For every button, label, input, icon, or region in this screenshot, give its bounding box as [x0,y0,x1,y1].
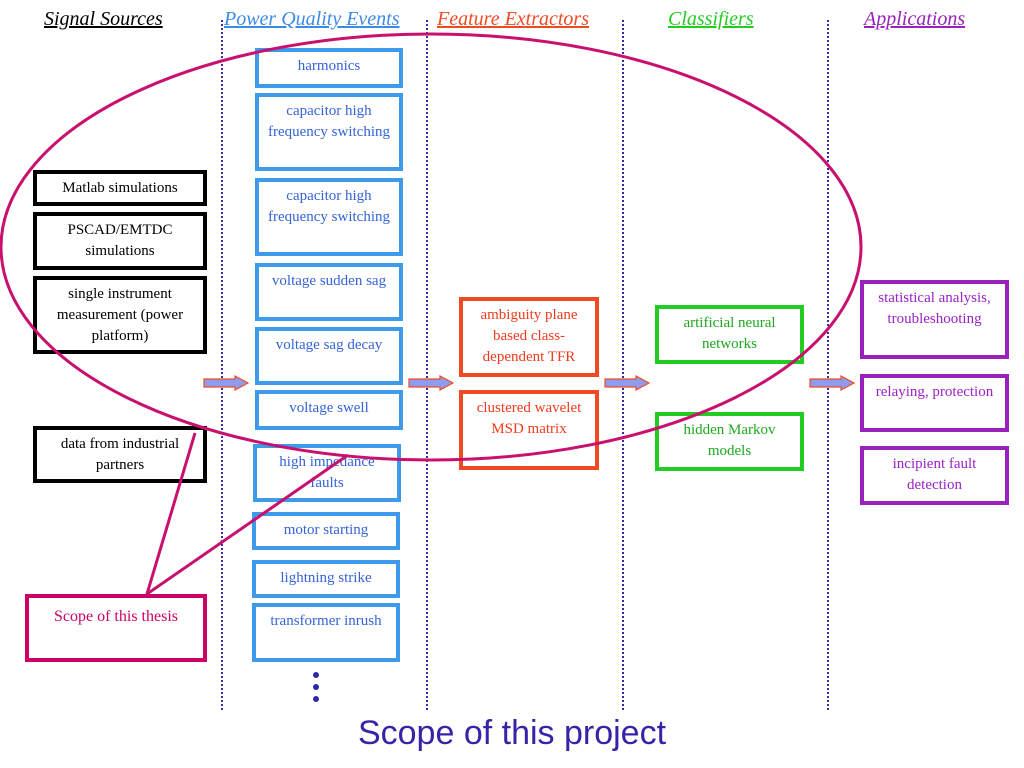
feature-extractor-box: ambiguity plane based class-dependent TF… [459,297,599,377]
event-box: capacitor high frequency switching [255,178,403,256]
project-scope-title: Scope of this project [357,714,667,752]
application-box: relaying, protection [860,374,1009,432]
divider-2 [426,20,428,710]
flow-arrow [408,375,454,391]
divider-3 [622,20,624,710]
event-box: lightning strike [252,560,400,598]
feature-extractor-box: clustered wavelet MSD matrix [459,390,599,470]
event-box: voltage sag decay [255,327,403,385]
application-box: statistical analysis, troubleshooting [860,280,1009,359]
event-box: transformer inrush [252,603,400,662]
header-power-quality-events: Power Quality Events [224,8,400,30]
event-box: high impedance faults [253,444,401,502]
event-box: motor starting [252,512,400,550]
source-box: single instrument measurement (power pla… [33,276,207,354]
divider-1 [221,20,223,710]
flow-arrow [203,375,249,391]
thesis-scope-label: Scope of this thesis [25,594,207,662]
source-box: PSCAD/EMTDC simulations [33,212,207,270]
header-signal-sources: Signal Sources [44,8,163,30]
header-classifiers: Classifiers [668,8,754,30]
more-events-dots [313,672,323,708]
event-box: capacitor high frequency switching [255,93,403,171]
flow-arrow [809,375,855,391]
source-box: Matlab simulations [33,170,207,206]
classifier-box: hidden Markov models [655,412,804,471]
event-box: voltage swell [255,390,403,430]
classifier-box: artificial neural networks [655,305,804,364]
flow-arrow [604,375,650,391]
event-box: harmonics [255,48,403,88]
event-box: voltage sudden sag [255,263,403,321]
application-box: incipient fault detection [860,446,1009,505]
header-applications: Applications [864,8,966,30]
header-feature-extractors: Feature Extractors [437,8,590,30]
divider-4 [827,20,829,710]
source-box: data from industrial partners [33,426,207,483]
